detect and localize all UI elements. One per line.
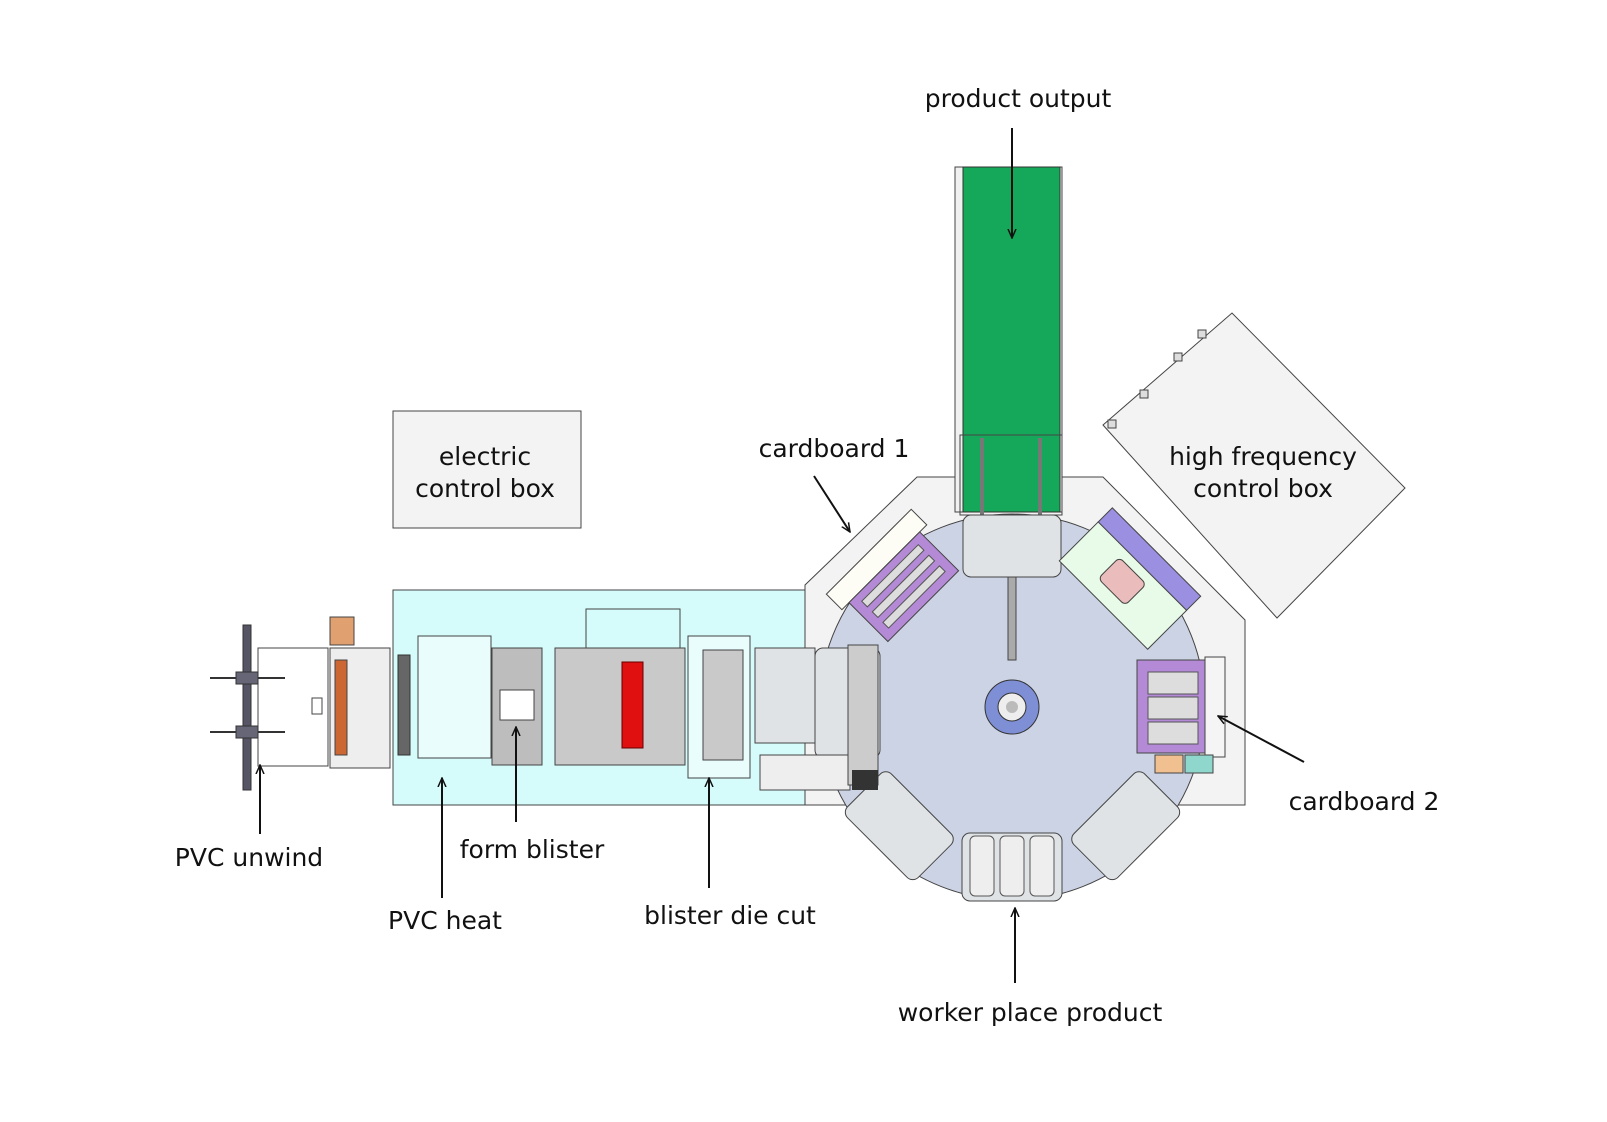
- electric-control-box: electric control box: [392, 410, 582, 529]
- cardboard-2-arrow: [1218, 715, 1305, 763]
- heater-roller: [621, 661, 644, 749]
- pvc-heater: [417, 635, 492, 759]
- product-output-conveyor: [954, 166, 1063, 560]
- high-frequency-control-box: high frequency control box: [1102, 312, 1406, 619]
- rotary-table: [814, 507, 1226, 902]
- blister-die-cut-label: blister die cut: [644, 901, 816, 930]
- worker-place-product-label: worker place product: [898, 998, 1163, 1027]
- forming-line: [329, 616, 879, 791]
- cardboard-2-station: [1136, 656, 1226, 774]
- heat-seal-station: [1058, 507, 1202, 650]
- pvc-unwind-label: PVC unwind: [175, 843, 323, 872]
- pvc-unwind-unit: [210, 624, 329, 791]
- cardboard-1-station: [825, 508, 960, 643]
- pvc-heat-label: PVC heat: [388, 906, 502, 935]
- electric-control-box-label-2: control box: [415, 474, 555, 503]
- form-blister-label: form blister: [460, 835, 605, 864]
- high-frequency-label-1: high frequency: [1169, 442, 1357, 471]
- cardboard-2-label: cardboard 2: [1289, 787, 1440, 816]
- electric-control-box-label-1: electric: [439, 442, 531, 471]
- product-output-label: product output: [925, 84, 1112, 113]
- cardboard-1-label: cardboard 1: [759, 434, 910, 463]
- high-frequency-label-2: control box: [1193, 474, 1333, 503]
- cardboard-1-arrow: [813, 475, 850, 532]
